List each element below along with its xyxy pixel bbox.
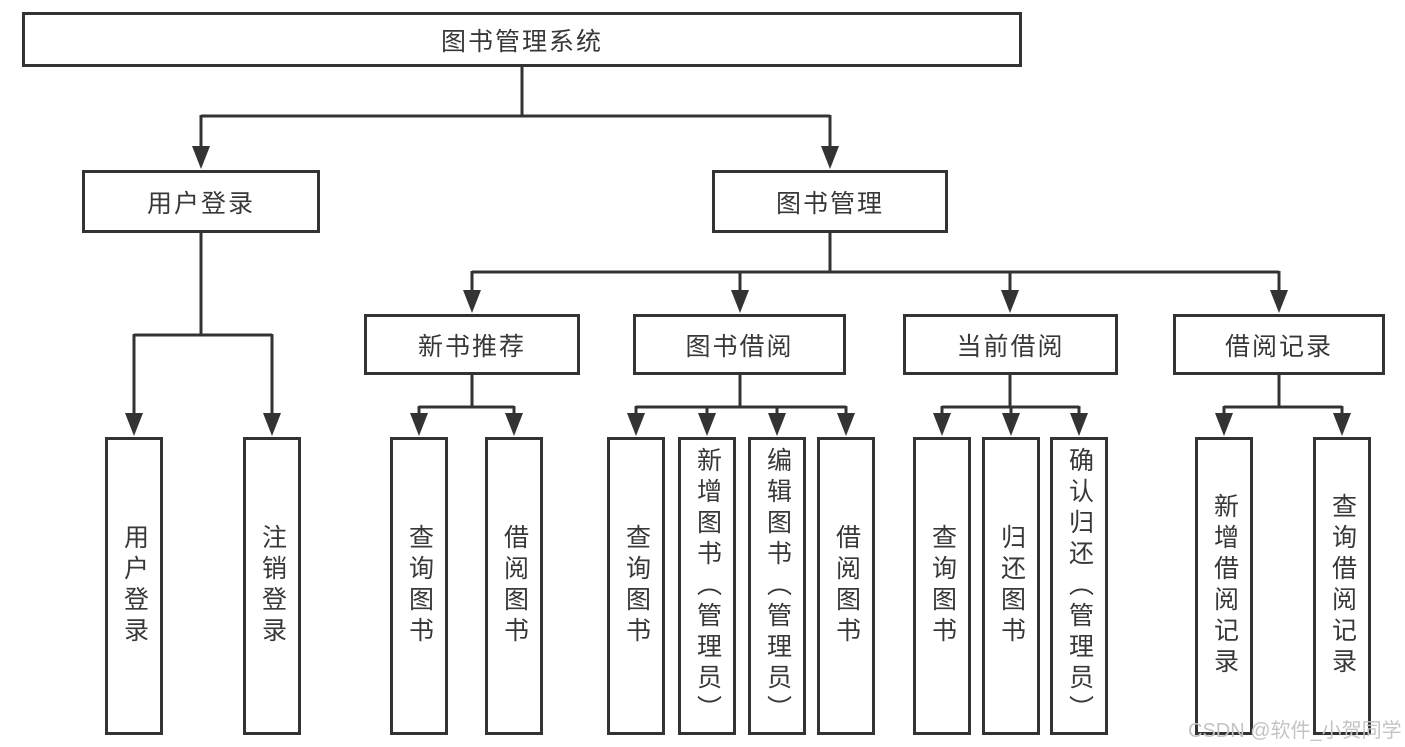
connector-borrowrecords-to-children — [1215, 375, 1351, 436]
connector-userlogin-to-children — [125, 233, 281, 436]
leaf-current-return-label: 归还图书 — [997, 524, 1026, 648]
node-book-management: 图书管理 — [712, 170, 948, 233]
leaf-records-add: 新增借阅记录 — [1195, 437, 1253, 735]
connector-currentborrow-to-children — [933, 375, 1088, 436]
leaf-logout-label: 注销登录 — [258, 524, 287, 648]
leaf-newbooks-borrow: 借阅图书 — [485, 437, 543, 735]
node-book-borrowing: 图书借阅 — [633, 314, 846, 375]
leaf-newbooks-borrow-label: 借阅图书 — [500, 524, 529, 648]
leaf-newbooks-query-label: 查询图书 — [405, 524, 434, 648]
leaf-borrowing-add-label: 新增图书（管理员） — [693, 446, 722, 726]
node-new-books: 新书推荐 — [364, 314, 580, 375]
node-root: 图书管理系统 — [22, 12, 1022, 67]
node-user-login-label: 用户登录 — [146, 189, 255, 218]
leaf-borrowing-borrow: 借阅图书 — [817, 437, 875, 735]
leaf-newbooks-query: 查询图书 — [390, 437, 448, 735]
leaf-current-confirm-return-label: 确认归还（管理员） — [1065, 446, 1094, 726]
leaf-records-query: 查询借阅记录 — [1313, 437, 1371, 735]
leaf-borrowing-borrow-label: 借阅图书 — [832, 524, 861, 648]
leaf-borrowing-query: 查询图书 — [607, 437, 665, 735]
node-user-login: 用户登录 — [82, 170, 320, 233]
node-book-management-label: 图书管理 — [775, 189, 884, 218]
leaf-current-query: 查询图书 — [913, 437, 971, 735]
connector-newbooks-to-children — [410, 375, 523, 436]
leaf-borrowing-query-label: 查询图书 — [622, 524, 651, 648]
leaf-user-login-label: 用户登录 — [120, 524, 149, 648]
connector-bookborrow-to-children — [627, 375, 855, 436]
node-book-borrowing-label: 图书借阅 — [685, 332, 794, 361]
leaf-user-login: 用户登录 — [105, 437, 163, 735]
leaf-borrowing-edit: 编辑图书（管理员） — [748, 437, 806, 735]
leaf-borrowing-edit-label: 编辑图书（管理员） — [763, 446, 792, 726]
leaf-current-query-label: 查询图书 — [928, 524, 957, 648]
node-root-label: 图书管理系统 — [440, 27, 603, 56]
leaf-current-return: 归还图书 — [982, 437, 1040, 735]
leaf-records-add-label: 新增借阅记录 — [1210, 493, 1239, 679]
leaf-records-query-label: 查询借阅记录 — [1328, 493, 1357, 679]
node-new-books-label: 新书推荐 — [417, 332, 526, 361]
connector-root-to-level2 — [192, 67, 839, 169]
node-current-borrowing-label: 当前借阅 — [956, 332, 1065, 361]
node-borrowing-records: 借阅记录 — [1173, 314, 1385, 375]
connector-bookmgmt-to-level3 — [463, 233, 1288, 313]
leaf-current-confirm-return: 确认归还（管理员） — [1050, 437, 1108, 735]
leaf-logout: 注销登录 — [243, 437, 301, 735]
node-borrowing-records-label: 借阅记录 — [1224, 332, 1333, 361]
watermark: CSDN @软件_小贺同学 — [1188, 720, 1402, 742]
node-current-borrowing: 当前借阅 — [903, 314, 1118, 375]
leaf-borrowing-add: 新增图书（管理员） — [678, 437, 736, 735]
